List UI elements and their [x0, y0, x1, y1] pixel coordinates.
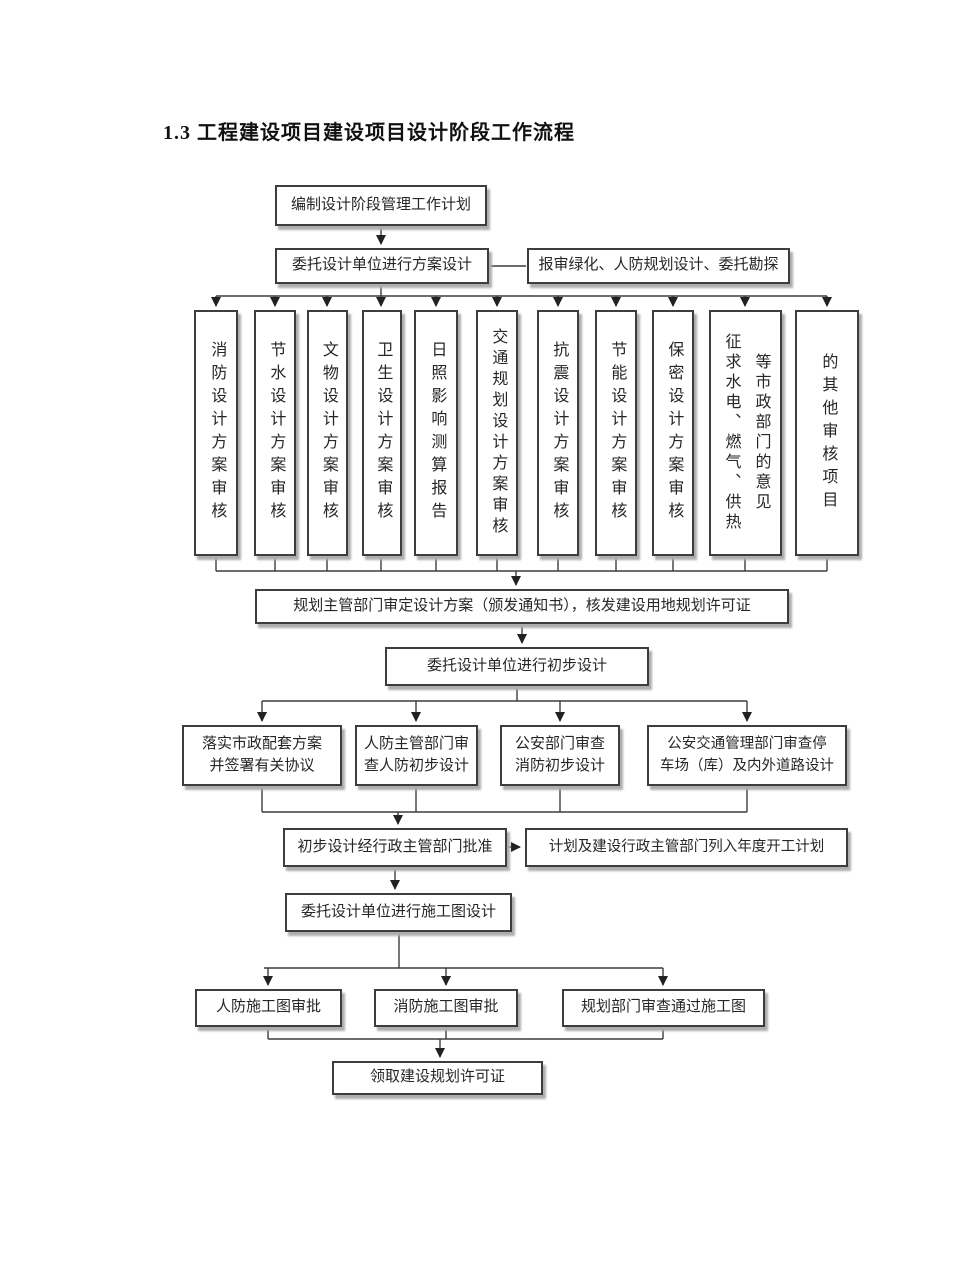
node-fire-drawing-approval: 消防施工图审批	[374, 989, 518, 1027]
node-review-traffic-planning: 交通规划设计方案审核	[476, 310, 518, 556]
node-planning-authority-approve-scheme: 规划主管部门审定设计方案（颁发通知书），核发建设用地规划许可证	[255, 589, 789, 624]
page-title: 1.3 工程建设项目建设项目设计阶段工作流程	[163, 122, 575, 144]
node-review-water-saving: 节水设计方案审核	[254, 310, 296, 556]
node-preliminary-design-approved: 初步设计经行政主管部门批准	[283, 828, 507, 867]
node-entrust-scheme-design: 委托设计单位进行方案设计	[275, 248, 489, 284]
node-entrust-construction-drawing: 委托设计单位进行施工图设计	[285, 893, 512, 932]
node-sunlight-impact-report: 日照影响测算报告	[414, 310, 458, 556]
node-review-seismic: 抗震设计方案审核	[537, 310, 579, 556]
node-report-greening-civil-defense-survey: 报审绿化、人防规划设计、委托勘探	[527, 248, 790, 284]
node-obtain-planning-permit: 领取建设规划许可证	[332, 1061, 543, 1095]
node-review-cultural-relics: 文物设计方案审核	[307, 310, 348, 556]
node-review-energy-saving: 节能设计方案审核	[595, 310, 637, 556]
node-other-review-items: 的其他审核项目	[795, 310, 859, 556]
node-review-sanitation: 卫生设计方案审核	[362, 310, 402, 556]
node-plan: 编制设计阶段管理工作计划	[275, 185, 487, 226]
node-police-review-fire-prelim: 公安部门审查 消防初步设计	[500, 725, 620, 786]
node-civil-defense-drawing-approval: 人防施工图审批	[195, 989, 342, 1027]
node-consult-municipal-utilities: 征求水电、燃气、供热 等市政部门的意见	[709, 310, 782, 556]
node-planning-dept-pass-drawing: 规划部门审查通过施工图	[562, 989, 765, 1027]
node-annual-construction-plan: 计划及建设行政主管部门列入年度开工计划	[525, 828, 848, 867]
node-entrust-preliminary-design: 委托设计单位进行初步设计	[385, 647, 649, 686]
node-traffic-police-review-parking-roads: 公安交通管理部门审查停 车场（库）及内外道路设计	[647, 725, 847, 786]
node-review-fire-design: 消防设计方案审核	[194, 310, 238, 556]
node-review-confidentiality: 保密设计方案审核	[652, 310, 694, 556]
node-municipal-supporting-agreement: 落实市政配套方案 并签署有关协议	[182, 725, 342, 786]
node-civil-defense-review-prelim: 人防主管部门审 查人防初步设计	[355, 725, 478, 786]
